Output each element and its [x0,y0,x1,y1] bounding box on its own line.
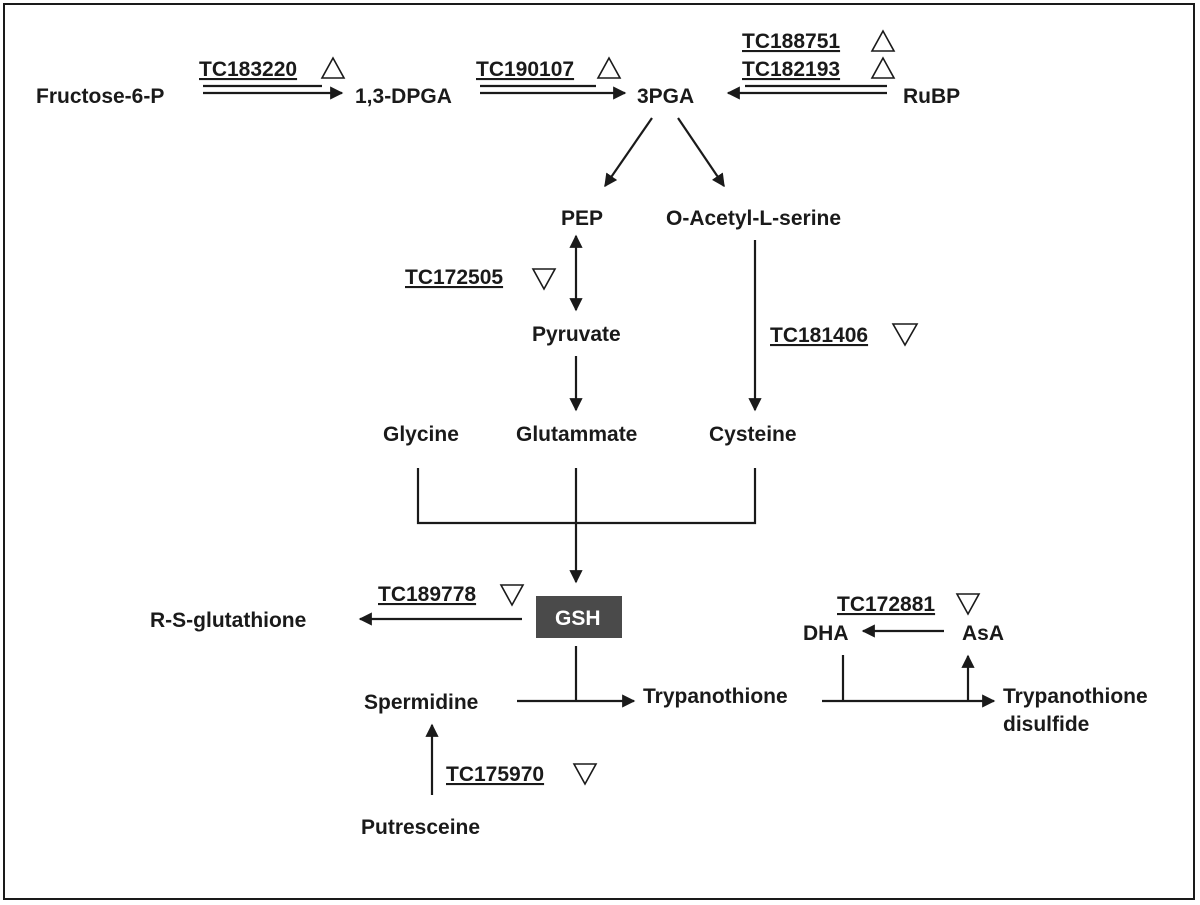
metabolite-o-acetyl-l-serine: O-Acetyl-L-serine [666,207,841,230]
enzyme-tc183220: TC183220 [199,58,297,81]
metabolite-3pga: 3PGA [637,85,694,108]
enzyme-tc188751: TC188751 [742,30,840,53]
diagram-frame [3,3,1195,900]
metabolite-rubp: RuBP [903,85,960,108]
up-regulated-triangle-icon [320,56,346,79]
metabolite-1-3-dpga: 1,3-DPGA [355,85,452,108]
up-regulated-triangle-icon [596,56,622,79]
metabolite-trypanothione: Trypanothione [643,685,788,708]
down-regulated-triangle-icon [499,584,525,607]
enzyme-tc172881: TC172881 [837,593,935,616]
metabolite-spermidine: Spermidine [364,691,478,714]
metabolite-glycine: Glycine [383,423,459,446]
metabolite-trypanothione-disulfide-line2: disulfide [1003,713,1089,736]
down-regulated-triangle-icon [531,268,557,291]
metabolite-r-s-glutathione: R-S-glutathione [150,609,306,632]
enzyme-tc189778: TC189778 [378,583,476,606]
down-regulated-triangle-icon [891,323,919,347]
up-regulated-triangle-icon [870,56,896,79]
metabolite-fructose-6-p: Fructose-6-P [36,85,164,108]
metabolite-cysteine: Cysteine [709,423,797,446]
metabolite-gsh: GSH [555,607,601,630]
enzyme-tc181406: TC181406 [770,324,868,347]
metabolite-putresceine: Putresceine [361,816,480,839]
connector-glycine-cysteine [416,468,757,525]
metabolite-pyruvate: Pyruvate [532,323,621,346]
up-regulated-triangle-icon [870,29,896,52]
enzyme-tc182193: TC182193 [742,58,840,81]
enzyme-tc190107: TC190107 [476,58,574,81]
gsh-box [536,596,622,638]
enzyme-tc175970: TC175970 [446,763,544,786]
metabolite-dha: DHA [803,622,849,645]
arrow-3pga-to-pep [604,117,653,188]
down-regulated-triangle-icon [955,593,981,616]
metabolite-pep: PEP [561,207,603,230]
metabolite-asa: AsA [962,622,1004,645]
metabolite-trypanothione-disulfide-line1: Trypanothione [1003,685,1148,708]
enzyme-tc172505: TC172505 [405,266,503,289]
down-regulated-triangle-icon [572,763,598,786]
arrow-3pga-to-oacetylserine [677,117,725,188]
metabolite-glutammate: Glutammate [516,423,637,446]
